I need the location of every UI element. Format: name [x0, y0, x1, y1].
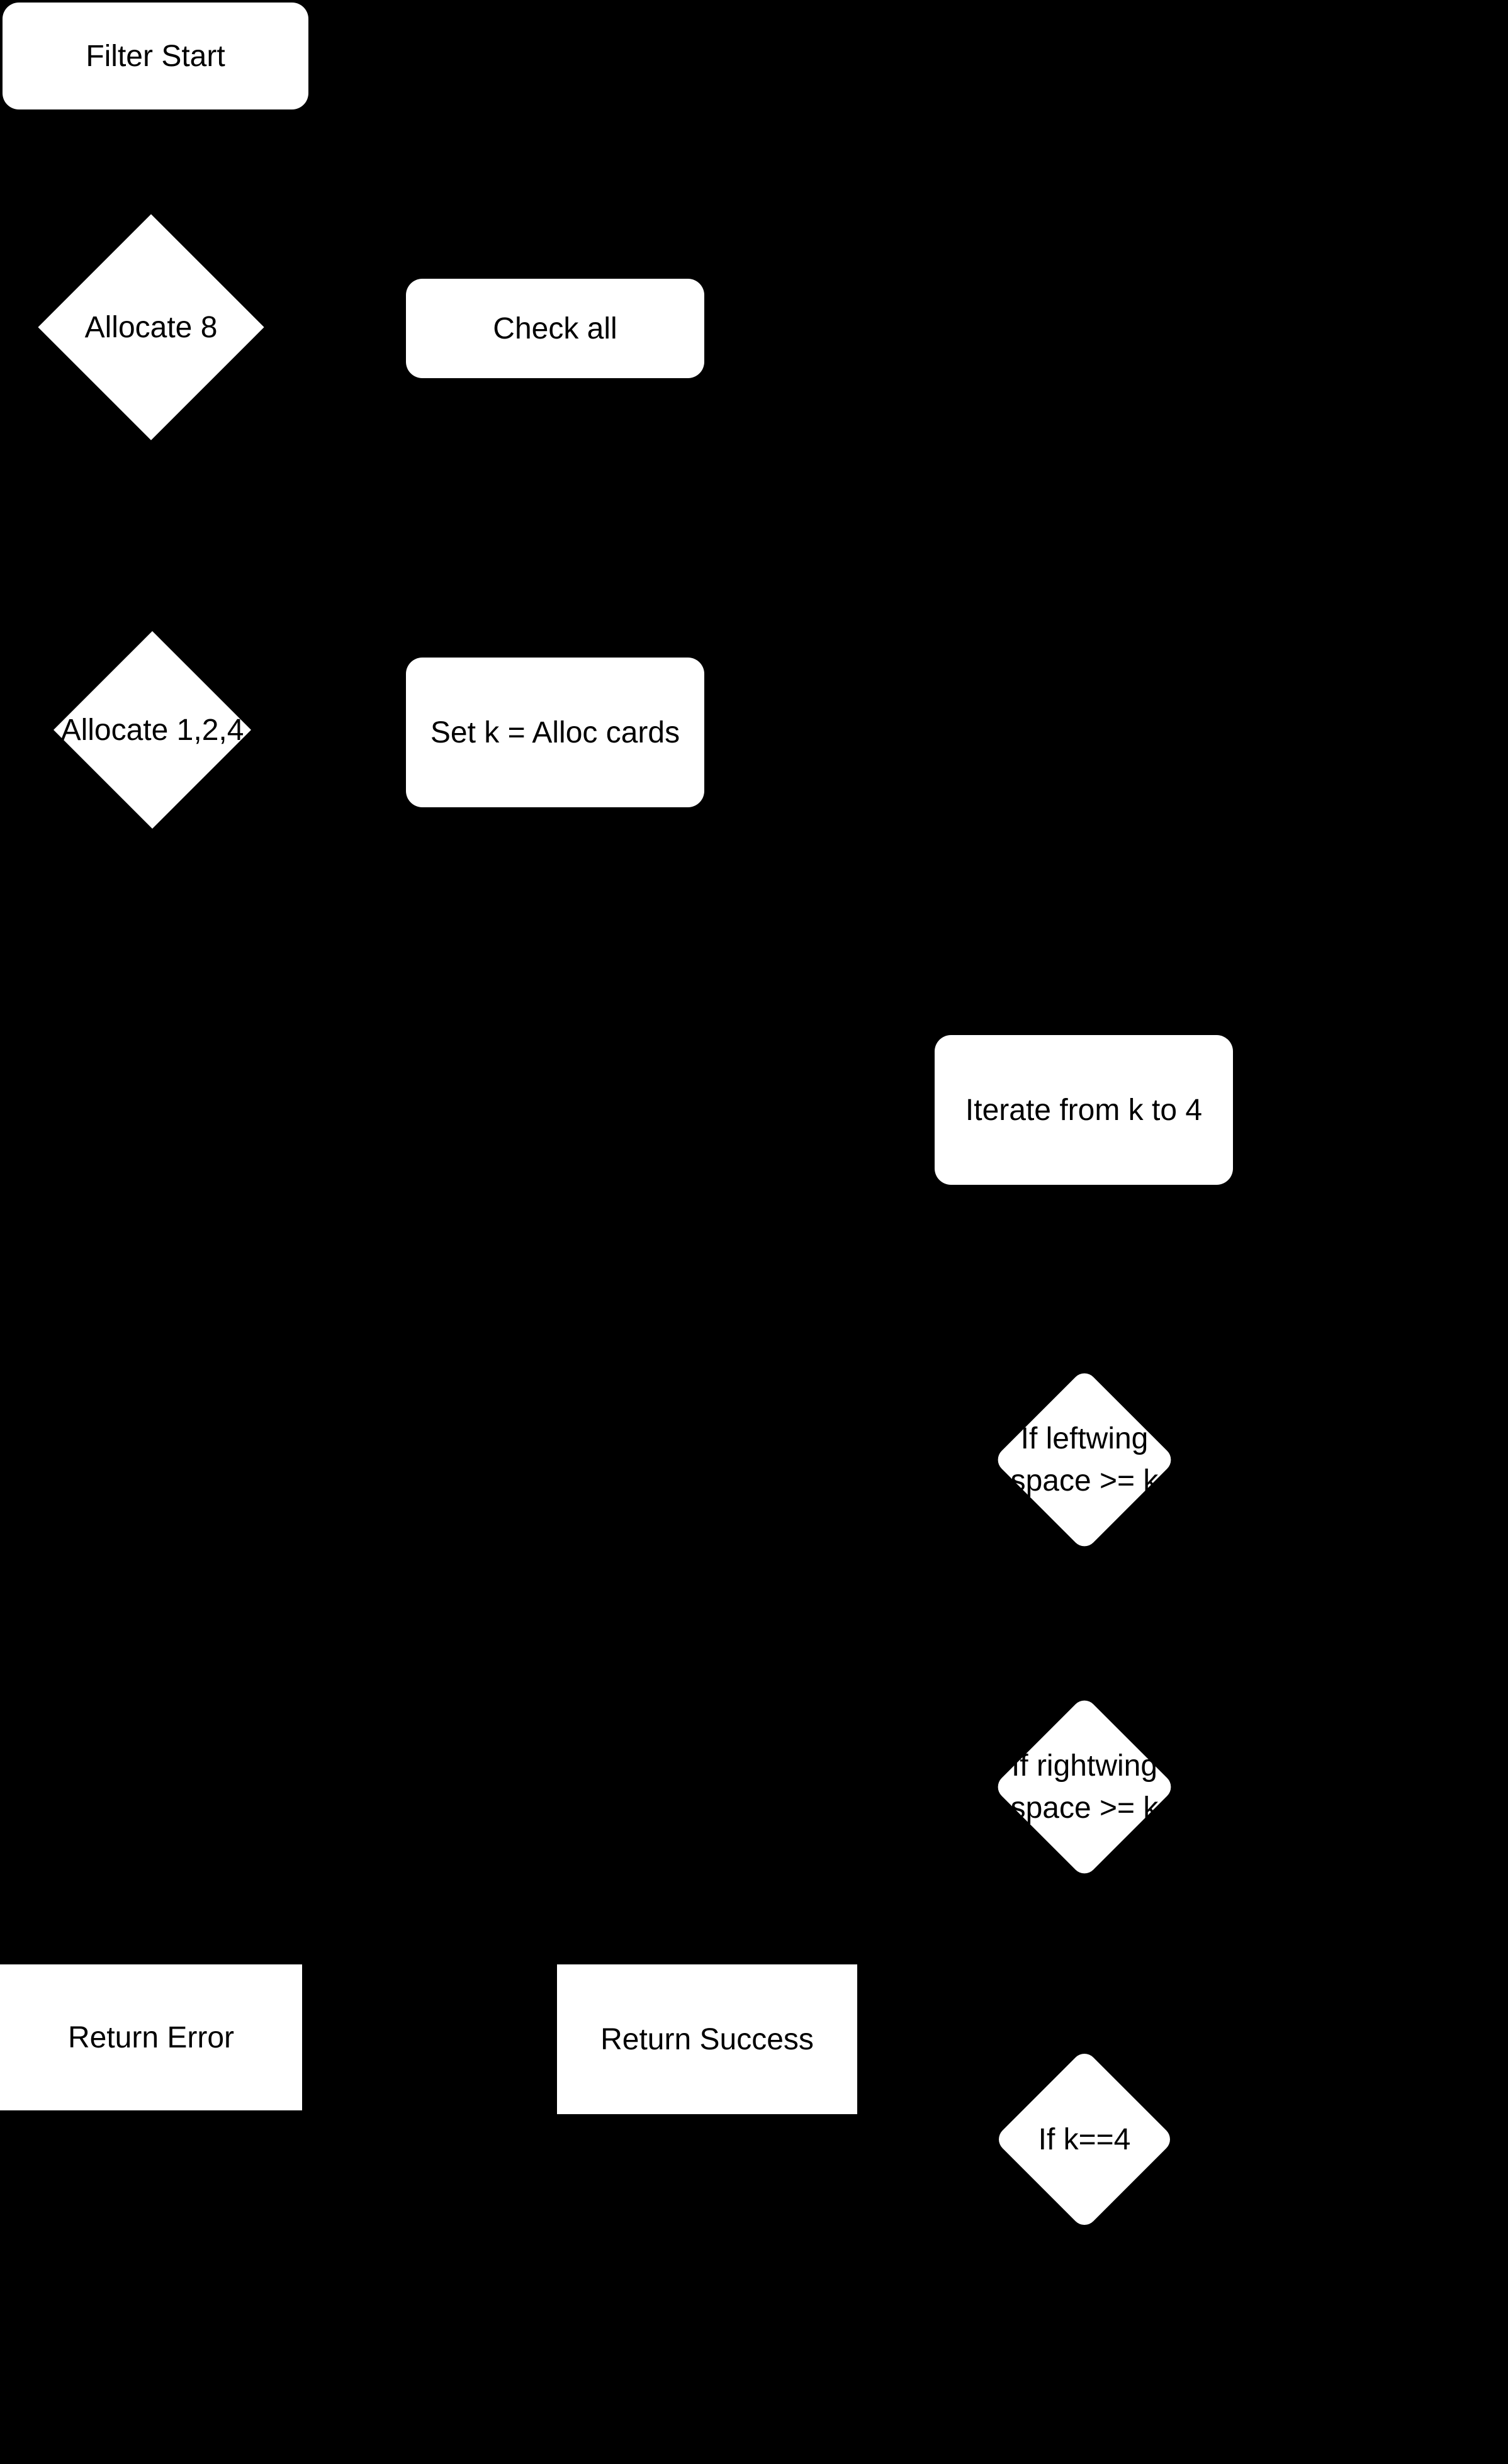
node-return-success[interactable]: Return Success: [557, 1964, 857, 2114]
node-if-rightwing-space[interactable]: If rightwing space >= k: [993, 1694, 1176, 1879]
node-check-all[interactable]: Check all: [406, 279, 704, 378]
node-iterate-k-to-4[interactable]: Iterate from k to 4: [935, 1035, 1233, 1185]
node-if-rightwing-space-label: If rightwing space >= k: [1010, 1749, 1159, 1825]
node-iterate-k-to-4-label: Iterate from k to 4: [965, 1093, 1203, 1127]
node-if-leftwing-space-label: If leftwing space >= k: [1010, 1421, 1159, 1498]
node-allocate-1-2-4-label: Allocate 1,2,4: [60, 713, 244, 747]
node-allocate-8-label: Allocate 8: [84, 310, 218, 344]
node-if-k-equals-4[interactable]: If k==4: [993, 2048, 1176, 2231]
node-if-k-equals-4-label: If k==4: [1038, 2122, 1131, 2156]
node-filter-start[interactable]: Filter Start: [3, 3, 308, 109]
node-allocate-8[interactable]: Allocate 8: [25, 214, 277, 440]
node-if-leftwing-space[interactable]: If leftwing space >= k: [993, 1367, 1176, 1552]
node-return-error[interactable]: Return Error: [0, 1964, 302, 2110]
node-allocate-1-2-4[interactable]: Allocate 1,2,4: [52, 629, 253, 831]
node-filter-start-label: Filter Start: [86, 39, 225, 73]
node-set-k-label: Set k = Alloc cards: [430, 715, 680, 749]
node-check-all-label: Check all: [493, 311, 617, 345]
node-return-error-label: Return Error: [67, 2020, 235, 2054]
node-set-k[interactable]: Set k = Alloc cards: [406, 658, 704, 807]
node-return-success-label: Return Success: [600, 2022, 814, 2056]
